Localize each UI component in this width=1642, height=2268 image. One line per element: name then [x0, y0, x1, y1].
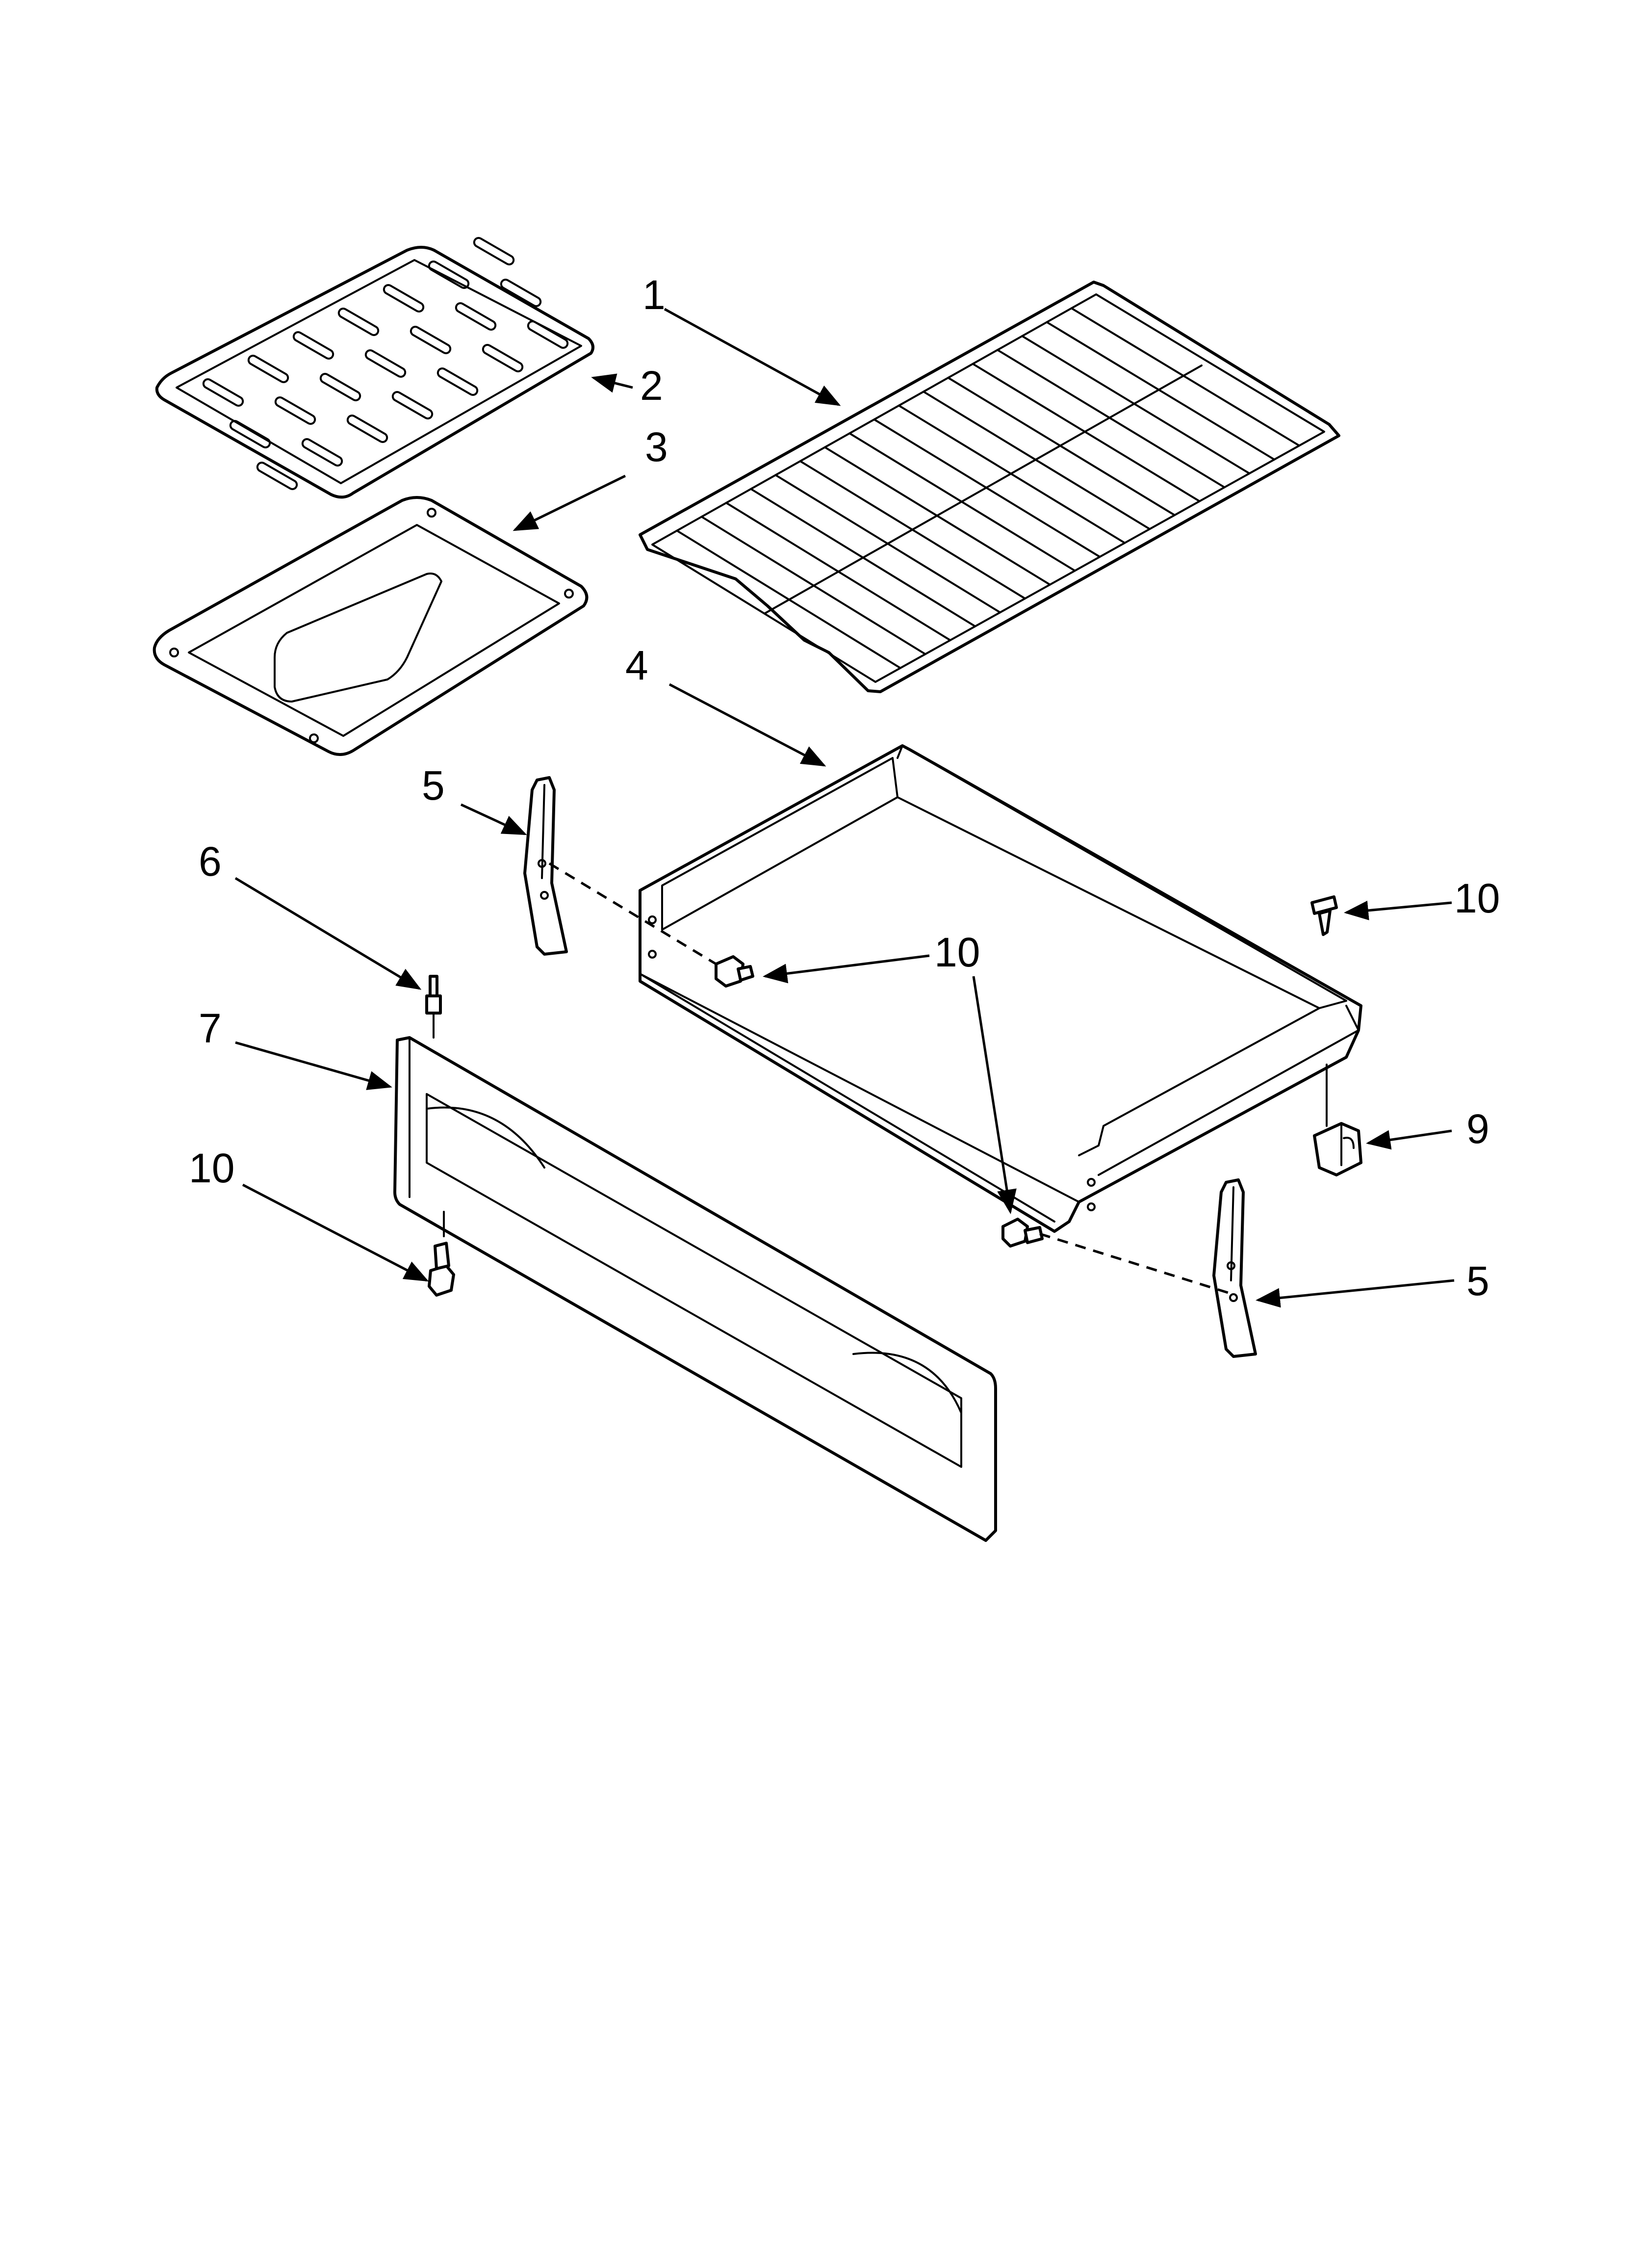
grid-slot: [292, 331, 334, 360]
drawer-front-panel: [393, 1036, 997, 1542]
broiler-grid: [155, 237, 594, 499]
callout-5-left: 5: [422, 762, 445, 808]
broiler-pan: [153, 496, 589, 756]
grid-slot: [410, 326, 452, 354]
callout-10-middle: 10: [934, 929, 980, 975]
grid-slot: [247, 355, 289, 383]
grid-slot: [364, 349, 407, 378]
grid-slot: [319, 373, 361, 401]
rack-wire: [947, 377, 1176, 516]
grid-slot: [500, 279, 542, 307]
grid-slot: [482, 344, 524, 372]
leader-lines: [234, 308, 1455, 1308]
drawer-slide-left: [523, 776, 568, 956]
screw-drawer-left: [715, 955, 754, 988]
rack-wire: [1021, 335, 1251, 474]
callout-4: 4: [625, 642, 648, 688]
assembly-lines: [548, 862, 1236, 1297]
drawer-clip: [1313, 1064, 1362, 1176]
callout-9: 9: [1466, 1106, 1489, 1152]
screw-panel-bottom: [428, 1242, 455, 1297]
grid-slot: [346, 415, 388, 443]
rack-wire: [972, 363, 1201, 502]
grid-slot: [428, 261, 470, 289]
grid-slot: [383, 284, 425, 313]
rack-wire: [1046, 321, 1276, 461]
grid-slot: [391, 391, 434, 419]
oven-rack: [639, 281, 1340, 693]
callout-5-right: 5: [1466, 1258, 1489, 1304]
rack-wire: [996, 349, 1226, 489]
callout-2: 2: [640, 363, 663, 409]
grid-slot: [473, 237, 515, 265]
callout-6: 6: [199, 838, 222, 885]
drawer-slide-right: [1212, 1178, 1257, 1358]
grid-slot: [436, 367, 479, 396]
rack-wire: [1070, 307, 1301, 447]
grid-slot: [256, 462, 298, 490]
grid-slot: [527, 320, 569, 349]
screw-upper-right: [1310, 895, 1338, 936]
callout-10-upper-right: 10: [1454, 875, 1500, 921]
callout-3: 3: [645, 424, 668, 470]
callout-10-lower-left: 10: [189, 1145, 234, 1191]
drawer-pin: [425, 975, 442, 1039]
rack-wire: [923, 391, 1151, 530]
grid-slot: [337, 308, 380, 336]
callout-7: 7: [199, 1005, 222, 1051]
callout-1: 1: [642, 272, 666, 318]
grid-slot: [455, 302, 497, 331]
grid-slot: [229, 420, 271, 448]
callout-labels: 1 2 3 4 5 5 6 7 9 10 10 10: [189, 272, 1500, 1304]
grid-slot: [301, 438, 343, 467]
grid-slot: [274, 396, 316, 425]
grid-slot: [202, 378, 244, 407]
drawer-body: [639, 744, 1362, 1233]
screw-drawer-center: [1001, 1218, 1044, 1248]
